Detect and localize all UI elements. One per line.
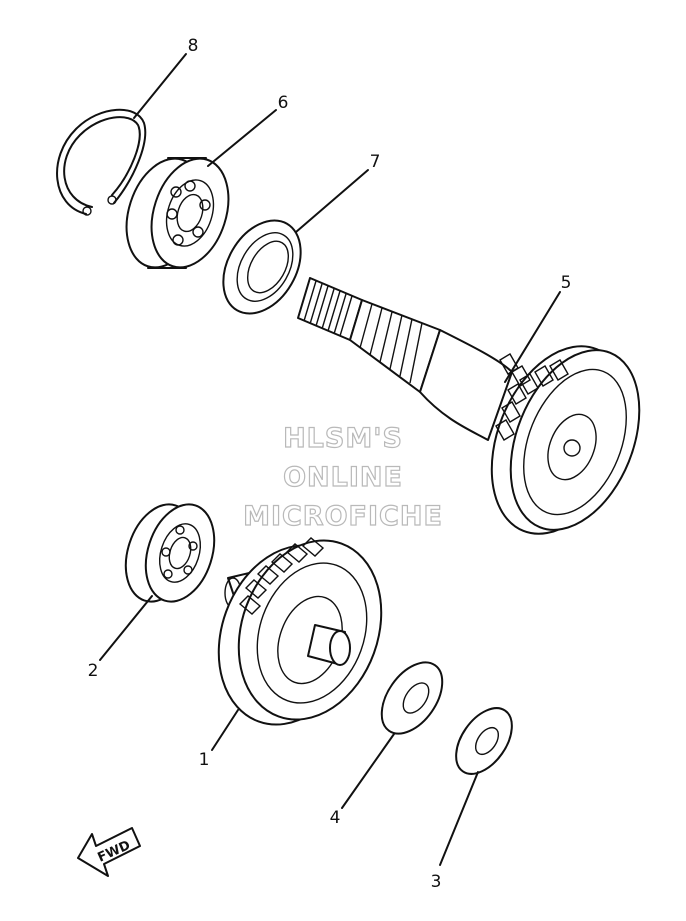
callout-6: 6 <box>278 93 289 113</box>
output-shaft-gear-part-5 <box>297 277 641 535</box>
idler-gear-part-1 <box>217 537 383 726</box>
callout-8: 8 <box>188 36 199 56</box>
oil-seal-part-7 <box>222 219 302 315</box>
callout-3: 3 <box>431 872 442 892</box>
watermark-line-3: MICROFICHE <box>243 501 443 532</box>
callout-4: 4 <box>330 808 341 828</box>
callout-2: 2 <box>88 661 99 681</box>
watermark-line-1: HLSM'S <box>283 423 403 454</box>
circlip-part-8 <box>56 108 147 216</box>
callout-7: 7 <box>370 152 381 172</box>
washer-part-4 <box>380 661 444 735</box>
fwd-arrow-icon: FWD <box>77 827 141 877</box>
bearing-part-6 <box>125 157 230 269</box>
callout-5: 5 <box>561 273 572 293</box>
watermark-line-2: ONLINE <box>283 462 403 493</box>
leader-lines <box>99 53 561 866</box>
callout-1: 1 <box>199 750 210 770</box>
washer-part-3 <box>455 707 513 775</box>
bearing-part-2 <box>124 503 216 603</box>
